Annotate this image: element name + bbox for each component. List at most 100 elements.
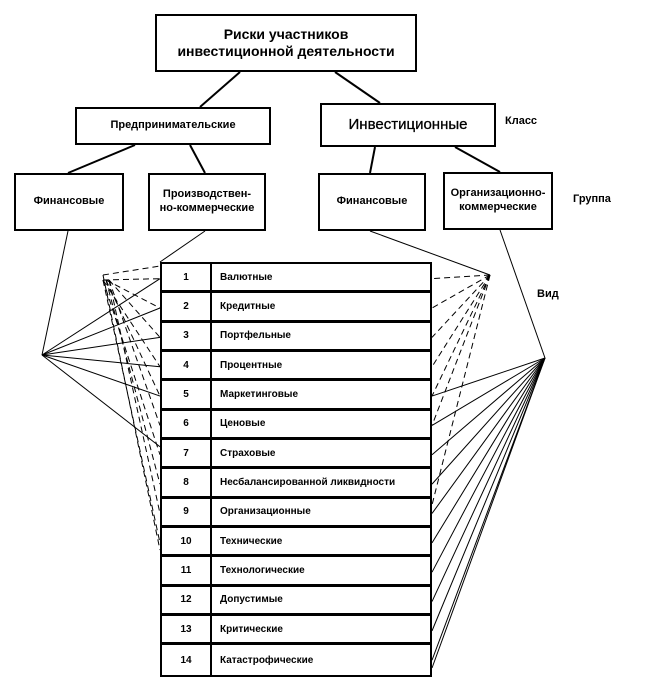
risk-types-table: 1 Валютные 2 Кредитные 3 Портфельные 4 Процентн… [160, 262, 432, 677]
hub-to-row-line [431, 357, 546, 632]
hub-to-row-dashed [102, 279, 161, 543]
side-label-group: Группа [573, 193, 611, 205]
hub-to-row-dashed [431, 274, 491, 506]
table-row: 11 Технологические [162, 557, 430, 587]
risk-number: 6 [162, 410, 212, 438]
risk-number: 4 [162, 352, 212, 379]
risk-name: Несбалансированной ликвидности [220, 477, 396, 489]
risk-number: 14 [162, 645, 212, 675]
group-to-table-line [159, 230, 206, 263]
hub-to-row-line [431, 357, 546, 602]
group-organizational-line2: коммерческие [459, 201, 537, 213]
hub-to-row-dashed [431, 274, 491, 426]
hub-to-row-dashed [102, 265, 161, 276]
tree-connector [199, 71, 241, 108]
hub-to-row-line [431, 357, 546, 514]
hub-to-row-dashed [108, 279, 161, 514]
group-financial-1-line1: Финансовые [33, 195, 105, 208]
risk-name: Валютные [220, 271, 273, 283]
tree-connector [189, 144, 206, 174]
risk-name: Ценовые [220, 418, 266, 430]
hub-to-row-dashed [108, 279, 161, 338]
hub-to-row-line [41, 354, 161, 448]
risk-number: 1 [162, 264, 212, 291]
table-row: 6 Ценовые [162, 410, 430, 441]
root-box: Риски участников инвестиционной деятельн… [155, 14, 417, 72]
hub-to-row-dashed [102, 274, 161, 551]
class-entrepreneurial-label: Предпринимательские [110, 119, 236, 132]
hub-to-row-line [41, 278, 161, 356]
risk-number: 3 [162, 322, 212, 350]
hub-to-row-line [431, 357, 546, 544]
risk-number: 10 [162, 528, 212, 555]
table-row: 12 Допустимые [162, 586, 430, 617]
risk-name: Критические [220, 623, 283, 635]
hub-to-row-line [431, 357, 546, 573]
risk-name: Кредитные [220, 301, 276, 313]
tree-connector [67, 144, 136, 174]
group-production-line2: но-коммерческие [159, 202, 255, 214]
table-row: 8 Несбалансированной ликвидности [162, 469, 430, 499]
risk-name: Технологические [220, 565, 305, 577]
hub-to-row-line [431, 357, 546, 426]
risk-name: Портфельные [220, 330, 291, 342]
hub-to-row-dashed [102, 278, 161, 281]
group-to-hub-line [41, 230, 69, 356]
table-row: 2 Кредитные [162, 293, 430, 323]
hub-to-row-dashed [431, 274, 491, 309]
class-entrepreneurial-box: Предпринимательские [75, 107, 271, 145]
hub-to-row-dashed [105, 279, 161, 485]
hub-to-row-dashed [108, 279, 161, 426]
tree-connector [454, 146, 501, 173]
hub-to-row-dashed [431, 274, 491, 280]
hub-to-row-line [431, 357, 546, 669]
group-production-commercial-box: Производствен- но-коммерческие [148, 173, 266, 231]
risk-name: Технические [220, 535, 283, 547]
hub-to-row-dashed [102, 279, 161, 455]
risk-number: 5 [162, 381, 212, 408]
table-row: 4 Процентные [162, 352, 430, 382]
table-row: 3 Портфельные [162, 322, 430, 353]
group-financial-1-box: Финансовые [14, 173, 124, 231]
table-row: 5 Маркетинговые [162, 381, 430, 411]
risk-number: 8 [162, 469, 212, 496]
risk-name: Маркетинговые [220, 389, 299, 401]
tree-connector [369, 146, 376, 174]
class-investment-box: Инвестиционные [320, 103, 496, 147]
hub-to-row-dashed [431, 274, 491, 338]
table-row: 13 Критические [162, 616, 430, 646]
hub-to-row-dashed [105, 279, 161, 397]
risk-number: 12 [162, 586, 212, 614]
risk-name: Организационные [220, 506, 311, 518]
hub-to-row-line [41, 354, 161, 397]
risk-number: 2 [162, 293, 212, 320]
hub-to-row-dashed [431, 274, 491, 397]
group-organizational-line1: Организационно- [450, 187, 546, 200]
group-production-line1: Производствен- [162, 188, 252, 201]
risk-name: Страховые [220, 447, 276, 459]
risk-number: 13 [162, 616, 212, 643]
hub-to-row-line [41, 307, 161, 356]
table-row: 14 Катастрофические [162, 645, 430, 675]
tree-connector [334, 71, 381, 104]
root-title-line1: Риски участников [223, 25, 349, 42]
group-to-hub-line [369, 230, 491, 276]
risk-number: 11 [162, 557, 212, 584]
group-organizational-commercial-box: Организационно- коммерческие [443, 172, 553, 230]
hub-to-row-line [41, 336, 161, 356]
side-label-class: Класс [505, 115, 538, 127]
group-to-hub-line [499, 229, 546, 359]
hub-to-row-line [431, 357, 546, 456]
risk-name: Процентные [220, 359, 283, 371]
class-investment-label: Инвестиционные [348, 115, 468, 133]
hub-to-row-line [431, 357, 546, 485]
table-row: 10 Технические [162, 528, 430, 558]
hub-to-row-dashed [102, 279, 161, 367]
hub-to-row-line [431, 357, 546, 397]
risk-name: Катастрофические [220, 654, 314, 666]
risk-number: 7 [162, 440, 212, 467]
root-title-line2: инвестиционной деятельности [177, 43, 395, 59]
risk-name: Допустимые [220, 594, 283, 606]
